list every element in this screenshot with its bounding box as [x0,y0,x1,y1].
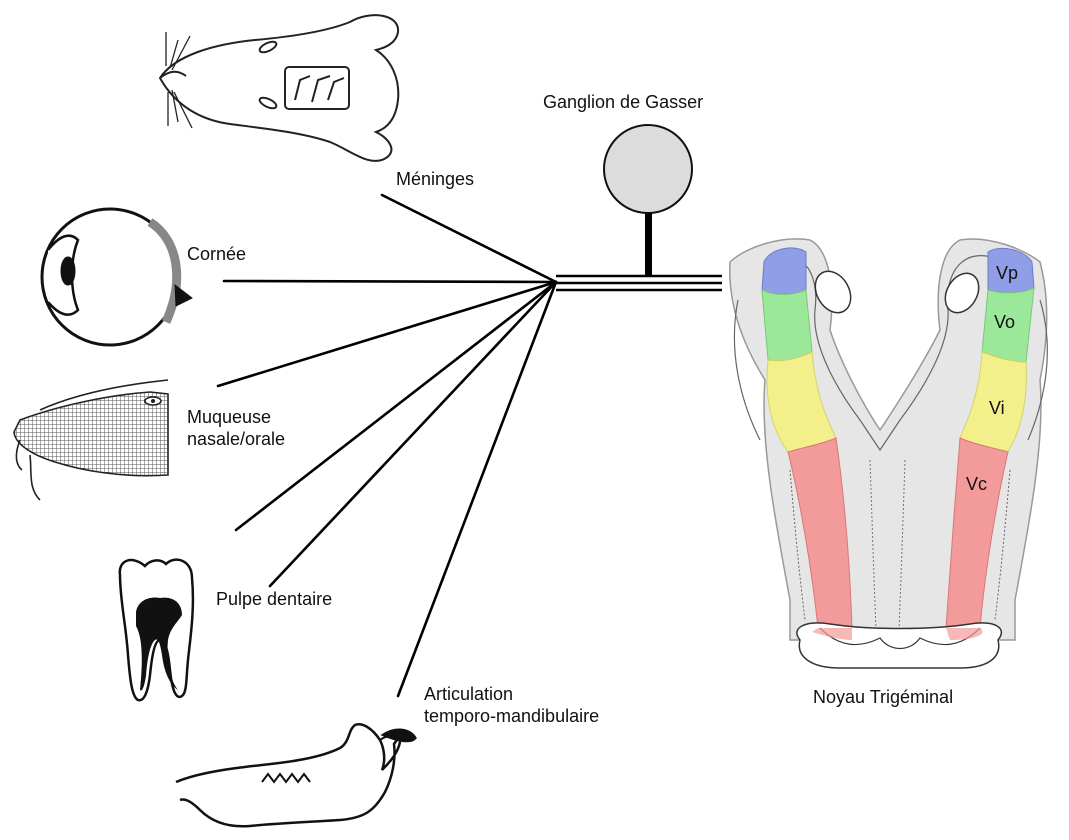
ganglion-icon [604,125,692,276]
jaw-icon [176,724,416,826]
subnucleus-label-vo: Vo [994,312,1015,332]
snout-icon [14,380,168,500]
label-muqueuse-line1: Muqueuse [187,406,285,428]
subnucleus-label-vp: Vp [996,263,1018,283]
label-articulation: Articulation temporo-mandibulaire [424,683,599,727]
label-articulation-line1: Articulation [424,683,599,705]
label-cornee: Cornée [187,243,246,265]
label-muqueuse: Muqueuse nasale/orale [187,406,285,450]
brainstem-icon [730,239,1048,668]
label-ganglion: Ganglion de Gasser [543,91,703,113]
label-muqueuse-line2: nasale/orale [187,428,285,450]
rat-head-icon [160,15,398,161]
subnucleus-label-vi: Vi [989,398,1005,418]
label-meninges: Méninges [396,168,474,190]
label-noyau: Noyau Trigéminal [813,686,953,708]
trigeminal-trunk [556,276,722,290]
subnucleus-label-vc: Vc [966,474,987,494]
eye-icon [42,209,192,345]
label-articulation-line2: temporo-mandibulaire [424,705,599,727]
label-pulpe: Pulpe dentaire [216,588,332,610]
tooth-icon [120,560,193,701]
